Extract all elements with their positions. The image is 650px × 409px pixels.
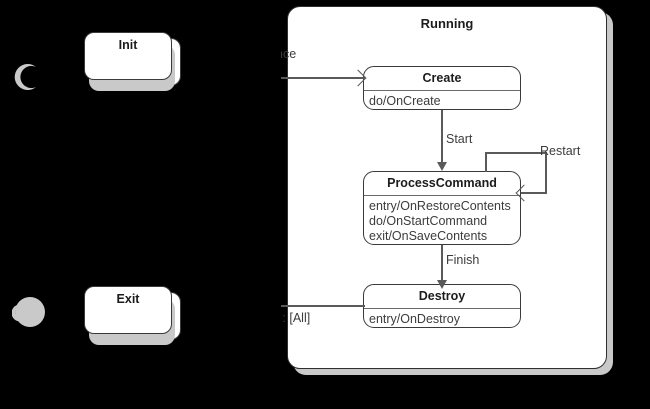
transition-finish-label: Finish bbox=[446, 253, 480, 267]
transition-start-arrowhead bbox=[437, 162, 447, 171]
init-state-card[interactable]: Init bbox=[84, 32, 172, 80]
create-state-title: Create bbox=[422, 71, 462, 85]
transition-into-destroy-label: e : [All] bbox=[272, 311, 311, 325]
exit-state-card[interactable]: Exit bbox=[84, 286, 172, 334]
transition-restart-line-top bbox=[485, 152, 547, 154]
transition-into-destroy-line bbox=[255, 305, 365, 307]
destroy-state-body: entry/OnDestroy bbox=[369, 311, 461, 326]
transition-start-line bbox=[441, 110, 443, 164]
create-state-divider bbox=[364, 89, 520, 91]
create-state[interactable]: Create do/OnCreate bbox=[363, 66, 521, 110]
transition-restart-label: Restart bbox=[540, 144, 581, 158]
transition-into-create-line bbox=[255, 77, 365, 79]
destroy-state[interactable]: Destroy entry/OnDestroy bbox=[363, 284, 521, 328]
transition-finish-line bbox=[441, 245, 443, 283]
destroy-state-divider bbox=[364, 307, 520, 309]
transition-start-label: Start bbox=[446, 132, 473, 146]
running-state-title: Running bbox=[420, 16, 474, 31]
process-command-state-title: ProcessCommand bbox=[387, 176, 497, 190]
process-command-state[interactable]: ProcessCommand entry/OnRestoreContents d… bbox=[363, 171, 521, 245]
init-state-group[interactable]: Init bbox=[84, 32, 181, 94]
bottom-occlusion-overlay bbox=[0, 376, 650, 409]
final-state-node-visible[interactable] bbox=[11, 294, 48, 330]
exit-state-card-title: Exit bbox=[116, 292, 140, 306]
process-command-state-body: entry/OnRestoreContents do/OnStartComman… bbox=[369, 198, 511, 243]
right-occlusion-overlay bbox=[614, 0, 650, 409]
transition-restart-line-in bbox=[521, 192, 547, 194]
process-command-state-divider bbox=[364, 194, 520, 196]
init-state-card-title: Init bbox=[118, 38, 138, 52]
transition-restart-line-down bbox=[545, 152, 547, 193]
initial-state-node-visible[interactable] bbox=[14, 64, 40, 90]
destroy-state-title: Destroy bbox=[418, 289, 466, 303]
create-state-body: do/OnCreate bbox=[369, 93, 441, 108]
transition-finish-arrowhead bbox=[437, 280, 447, 289]
transition-restart-line-up bbox=[485, 152, 487, 172]
exit-state-group[interactable]: Exit bbox=[84, 286, 181, 348]
transition-into-create-label: nce bbox=[276, 47, 297, 61]
